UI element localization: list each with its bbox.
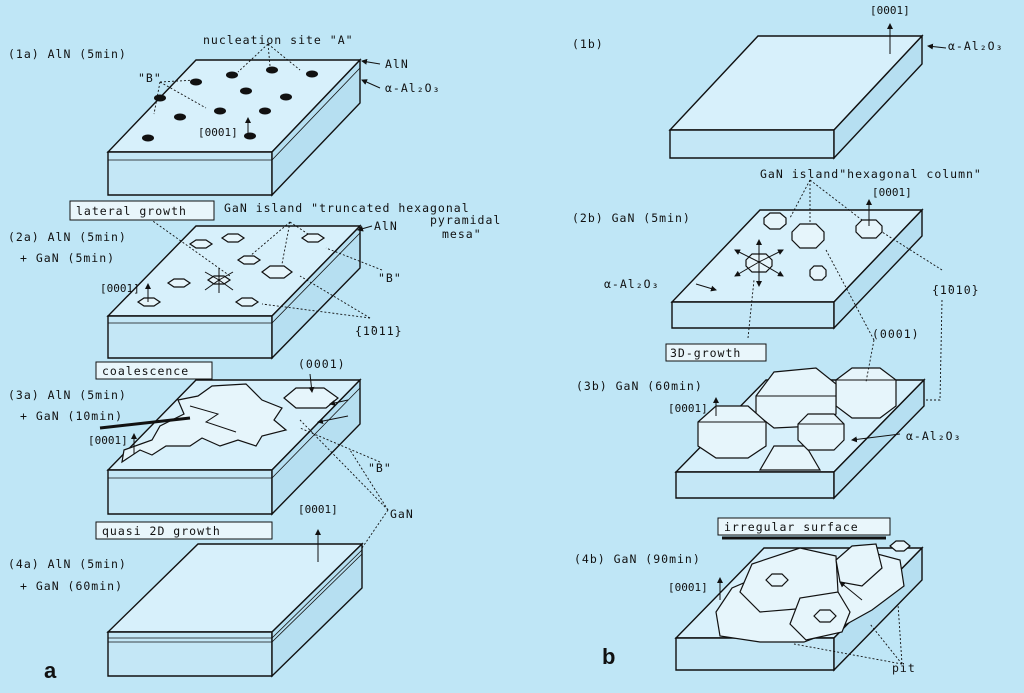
block-3b xyxy=(674,339,926,500)
label-substrate-2b: α-Al₂O₃ xyxy=(604,277,659,291)
block-2a xyxy=(106,218,383,360)
label-3d-growth: 3D-growth xyxy=(670,346,741,360)
label-island-2a-l2: pyramidal xyxy=(430,213,501,227)
label-island-2b: GaN island"hexagonal column" xyxy=(760,167,982,181)
gan-islands-2a xyxy=(136,233,326,307)
label-plane-3b: (0001) xyxy=(872,327,920,341)
label-aln-1a: AlN xyxy=(385,57,409,71)
panel-letter-b: b xyxy=(602,644,615,669)
label-aln-2a: AlN xyxy=(374,219,398,233)
label-dir-2a: [0001] xyxy=(100,282,140,295)
label-island-2a-l1: GaN island "truncated hexagonal xyxy=(224,201,470,215)
block-4b xyxy=(674,536,924,672)
label-site-b-2a: "B" xyxy=(378,271,402,285)
title-2b: (2b) GaN (5min) xyxy=(572,211,691,225)
coalescence-box xyxy=(95,361,213,380)
label-quasi-2d: quasi 2D growth xyxy=(102,524,221,538)
block-1a xyxy=(106,43,381,197)
title-2a-l2: + GaN (5min) xyxy=(20,251,115,265)
label-dir-2b: [0001] xyxy=(872,186,912,199)
block-4a xyxy=(106,419,389,678)
label-plane-2b: {1̄010} xyxy=(932,283,980,297)
3d-growth-box xyxy=(665,343,767,362)
label-irregular-surface: irregular surface xyxy=(724,520,859,534)
title-3a-l1: (3a) AlN (5min) xyxy=(8,388,127,402)
title-3a-l2: + GaN (10min) xyxy=(20,409,123,423)
panel-letter-a: a xyxy=(44,658,57,683)
label-island-2a-l3: mesa" xyxy=(442,227,482,241)
label-dir-1b: [0001] xyxy=(870,4,910,17)
label-dir-3a: [0001] xyxy=(88,434,128,447)
block-2b xyxy=(670,179,943,401)
title-4a-l1: (4a) AlN (5min) xyxy=(8,557,127,571)
label-dir-4a: [0001] xyxy=(298,503,338,516)
irregular-surface-box xyxy=(717,517,891,536)
irregular-surface-4b xyxy=(715,540,911,643)
label-substrate-1a: α-Al₂O₃ xyxy=(385,81,440,95)
label-plane-3a: (0001) xyxy=(298,357,346,371)
title-1b: (1b) xyxy=(572,37,604,51)
title-2a-l1: (2a) AlN (5min) xyxy=(8,230,127,244)
lateral-growth-box xyxy=(69,200,215,221)
label-site-b-1a: "B" xyxy=(138,71,162,85)
title-4b: (4b) GaN (90min) xyxy=(574,552,701,566)
label-coalescence: coalescence xyxy=(102,364,189,378)
label-dir-4b: [0001] xyxy=(668,581,708,594)
label-substrate-3b: α-Al₂O₃ xyxy=(906,429,961,443)
label-dir-3b: [0001] xyxy=(668,402,708,415)
label-site-b-3a: "B" xyxy=(368,461,392,475)
block-3a xyxy=(99,373,381,516)
label-lateral-growth: lateral growth xyxy=(76,204,187,218)
title-3b: (3b) GaN (60min) xyxy=(576,379,703,393)
title-1a: (1a) AlN (5min) xyxy=(8,47,127,61)
title-4a-l2: + GaN (60min) xyxy=(20,579,123,593)
quasi-2d-box xyxy=(95,521,273,540)
gan-3d-columns xyxy=(697,367,897,471)
label-dir-1a: [0001] xyxy=(198,126,238,139)
label-gan-4a: GaN xyxy=(390,507,414,521)
label-pit: pit xyxy=(892,661,916,675)
coalesced-film-3a xyxy=(121,383,288,464)
gan-columns-2b xyxy=(734,212,883,287)
block-1b xyxy=(668,23,947,160)
label-nucleation-a: nucleation site "A" xyxy=(203,33,354,47)
label-plane-2a: {1̄011} xyxy=(355,324,403,338)
label-substrate-1b: α-Al₂O₃ xyxy=(948,39,1003,53)
